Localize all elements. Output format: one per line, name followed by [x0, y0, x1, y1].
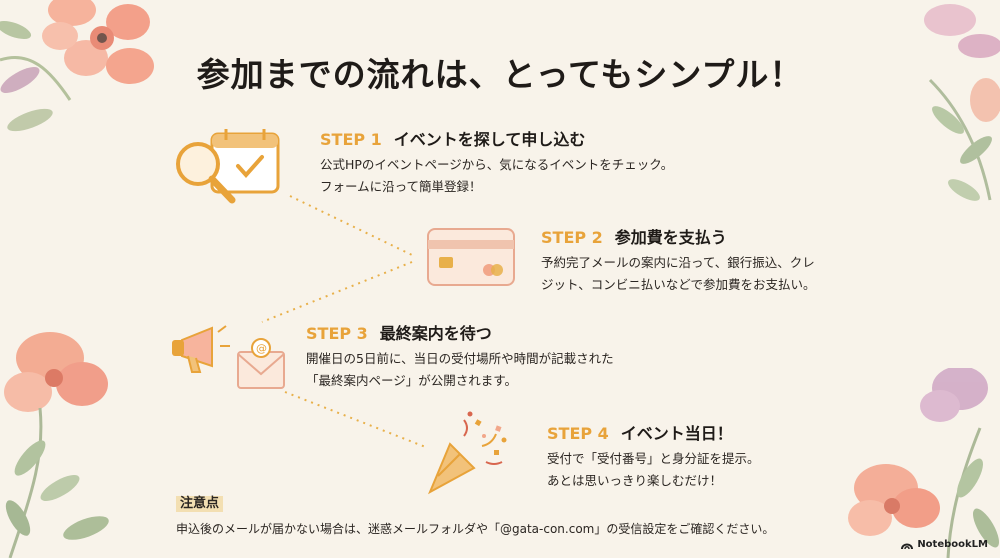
magnifier-calendar-icon: [176, 129, 280, 204]
notebooklm-logo-icon: [901, 543, 914, 549]
step-2-title: 参加費を支払う: [614, 228, 727, 247]
step-2-line: 予約完了メールの案内に沿って、銀行振込、クレ: [541, 255, 815, 270]
step-1-line: 公式HPのイベントページから、気になるイベントをチェック。: [320, 157, 674, 172]
caution-note-title: 注意点: [176, 496, 224, 512]
step-3-heading: STEP 3 最終案内を待つ: [306, 320, 614, 344]
top-left-flowers: [0, 0, 154, 132]
megaphone-email-icon: @: [172, 325, 285, 389]
step-4-label: STEP 4: [547, 424, 609, 443]
step-2-heading: STEP 2 参加費を支払う: [541, 224, 816, 248]
svg-text:@: @: [256, 342, 267, 355]
caution-note: 注意点 申込後のメールが届かない場合は、迷惑メールフォルダや「@gata-con…: [176, 492, 774, 537]
step-1: STEP 1 イベントを探して申し込む 公式HPのイベントページから、気になるイベ…: [320, 126, 673, 198]
step-3: STEP 3 最終案内を待つ 開催日の5日前に、当日の受付場所や時間が記載された …: [306, 320, 614, 392]
step-2-description: 予約完了メールの案内に沿って、銀行振込、クレ ジット、コンビニ払いなどで参加費を…: [541, 252, 816, 296]
step-4: STEP 4 イベント当日！ 受付で「受付番号」と身分証を提示。 あとは思いっきり…: [547, 420, 760, 492]
notebooklm-badge: NotebookLM: [901, 539, 988, 550]
step-3-description: 開催日の5日前に、当日の受付場所や時間が記載された 「最終案内ページ」が公開され…: [306, 348, 614, 392]
step-3-line: 「最終案内ページ」が公開されます。: [306, 373, 518, 388]
step-3-line: 開催日の5日前に、当日の受付場所や時間が記載された: [306, 351, 614, 366]
step-2: STEP 2 参加費を支払う 予約完了メールの案内に沿って、銀行振込、クレ ジット…: [541, 224, 816, 296]
step-1-description: 公式HPのイベントページから、気になるイベントをチェック。 フォームに沿って簡単…: [320, 154, 673, 198]
step-4-title: イベント当日！: [620, 424, 733, 443]
step-4-heading: STEP 4 イベント当日！: [547, 420, 760, 444]
credit-card-icon: [427, 228, 515, 286]
step-1-line: フォームに沿って簡単登録！: [320, 179, 482, 194]
step-2-label: STEP 2: [541, 228, 603, 247]
step-3-title: 最終案内を待つ: [379, 324, 492, 343]
notebooklm-label: NotebookLM: [917, 539, 988, 550]
bottom-right-flowers: [848, 368, 1000, 558]
bottom-left-flowers: [4, 332, 109, 558]
party-popper-icon: [427, 411, 507, 495]
step-4-line: あとは思いっきり楽しむだけ！: [547, 473, 723, 488]
top-right-leaves: [924, 4, 1000, 201]
step-3-label: STEP 3: [306, 324, 368, 343]
step-2-line: ジット、コンビニ払いなどで参加費をお支払い。: [541, 277, 816, 292]
step-4-description: 受付で「受付番号」と身分証を提示。 あとは思いっきり楽しむだけ！: [547, 448, 760, 492]
step-1-title: イベントを探して申し込む: [393, 130, 586, 149]
step-1-label: STEP 1: [320, 130, 382, 149]
caution-note-text: 申込後のメールが届かない場合は、迷惑メールフォルダや「@gata-con.com…: [176, 522, 775, 536]
step-4-line: 受付で「受付番号」と身分証を提示。: [547, 451, 760, 466]
step-1-heading: STEP 1 イベントを探して申し込む: [320, 126, 673, 150]
page-title: 参加までの流れは、とってもシンプル！: [196, 55, 804, 94]
